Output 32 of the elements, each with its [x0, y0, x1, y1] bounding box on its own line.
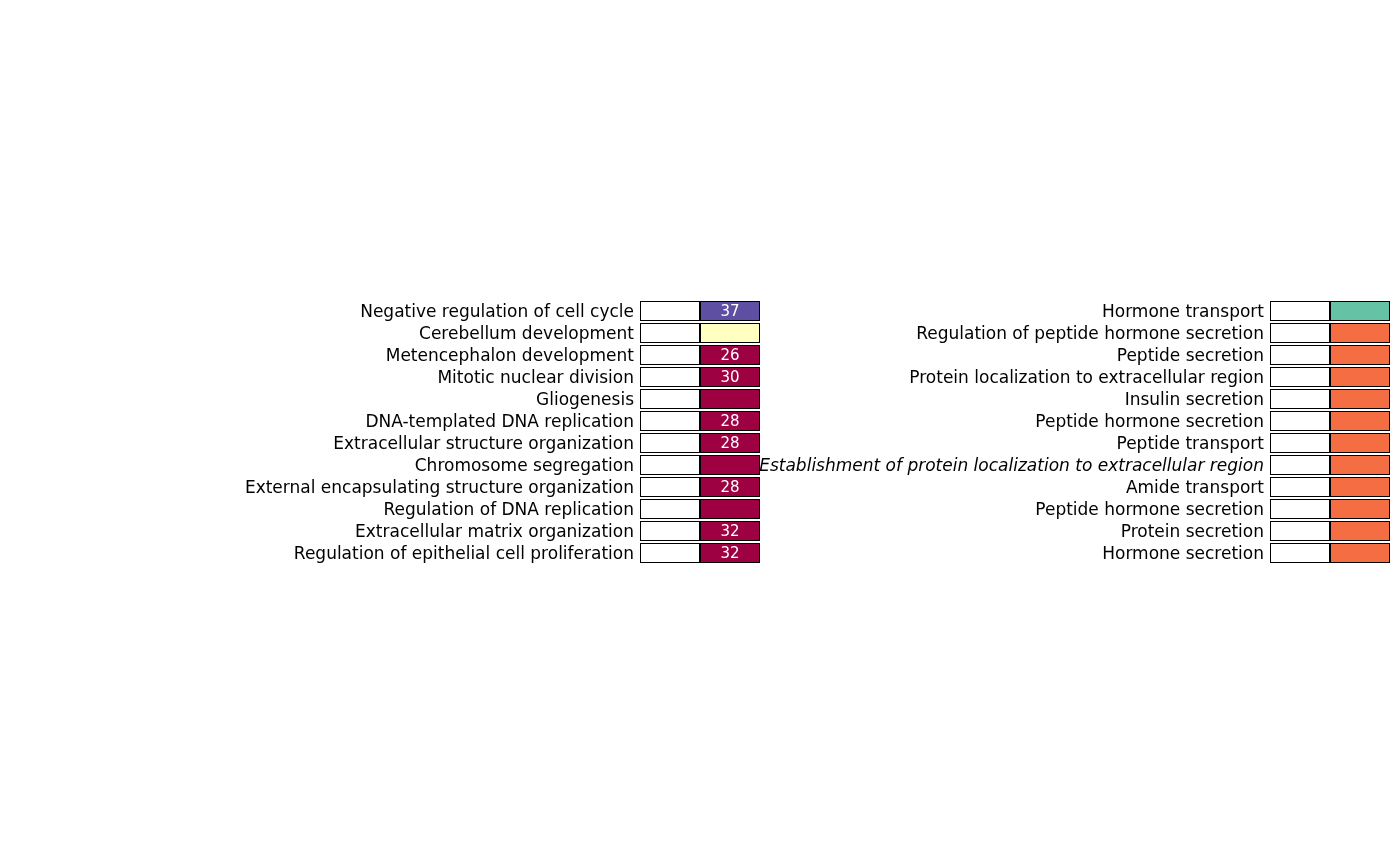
count-cell: 26 [700, 345, 760, 365]
row-label: Amide transport [1125, 477, 1265, 497]
row-label: Regulation of DNA replication [383, 499, 635, 519]
count-cell: 28 [700, 411, 760, 431]
row-label: Hormone secretion [1102, 543, 1265, 563]
count-cell: 32 [700, 521, 760, 541]
row-label: Peptide transport [1116, 433, 1265, 453]
row-label: Regulation of epithelial cell proliferation [293, 543, 635, 563]
count-cell: 28 [700, 433, 760, 453]
row-label: External encapsulating structure organization [244, 477, 635, 497]
row-label: Mitotic nuclear division [437, 367, 635, 387]
row-label: Regulation of peptide hormone secretion [916, 323, 1265, 343]
row-label: Negative regulation of cell cycle [360, 301, 635, 321]
row-label: Insulin secretion [1124, 389, 1265, 409]
row-label: Extracellular matrix organization [355, 521, 635, 541]
row-label: Peptide secretion [1116, 345, 1265, 365]
row-label: Hormone transport [1101, 301, 1265, 321]
row-label: Gliogenesis [536, 389, 635, 409]
row-label: Peptide hormone secretion [1035, 411, 1265, 431]
row-label: Peptide hormone secretion [1035, 499, 1265, 519]
row-label: Protein localization to extracellular region [909, 367, 1265, 387]
row-label: Protein secretion [1120, 521, 1265, 541]
count-cell: 30 [700, 367, 760, 387]
count-cell: 37 [700, 301, 760, 321]
row-label: Extracellular structure organization [333, 433, 635, 453]
row-label: Cerebellum development [419, 323, 635, 343]
row-label: DNA-templated DNA replication [365, 411, 635, 431]
count-cell: 32 [700, 543, 760, 563]
row-label: Metencephalon development [385, 345, 635, 365]
count-cell: 28 [700, 477, 760, 497]
row-label: Chromosome segregation [414, 455, 635, 475]
row-label: Establishment of protein localization to extracellular region [759, 455, 1265, 475]
